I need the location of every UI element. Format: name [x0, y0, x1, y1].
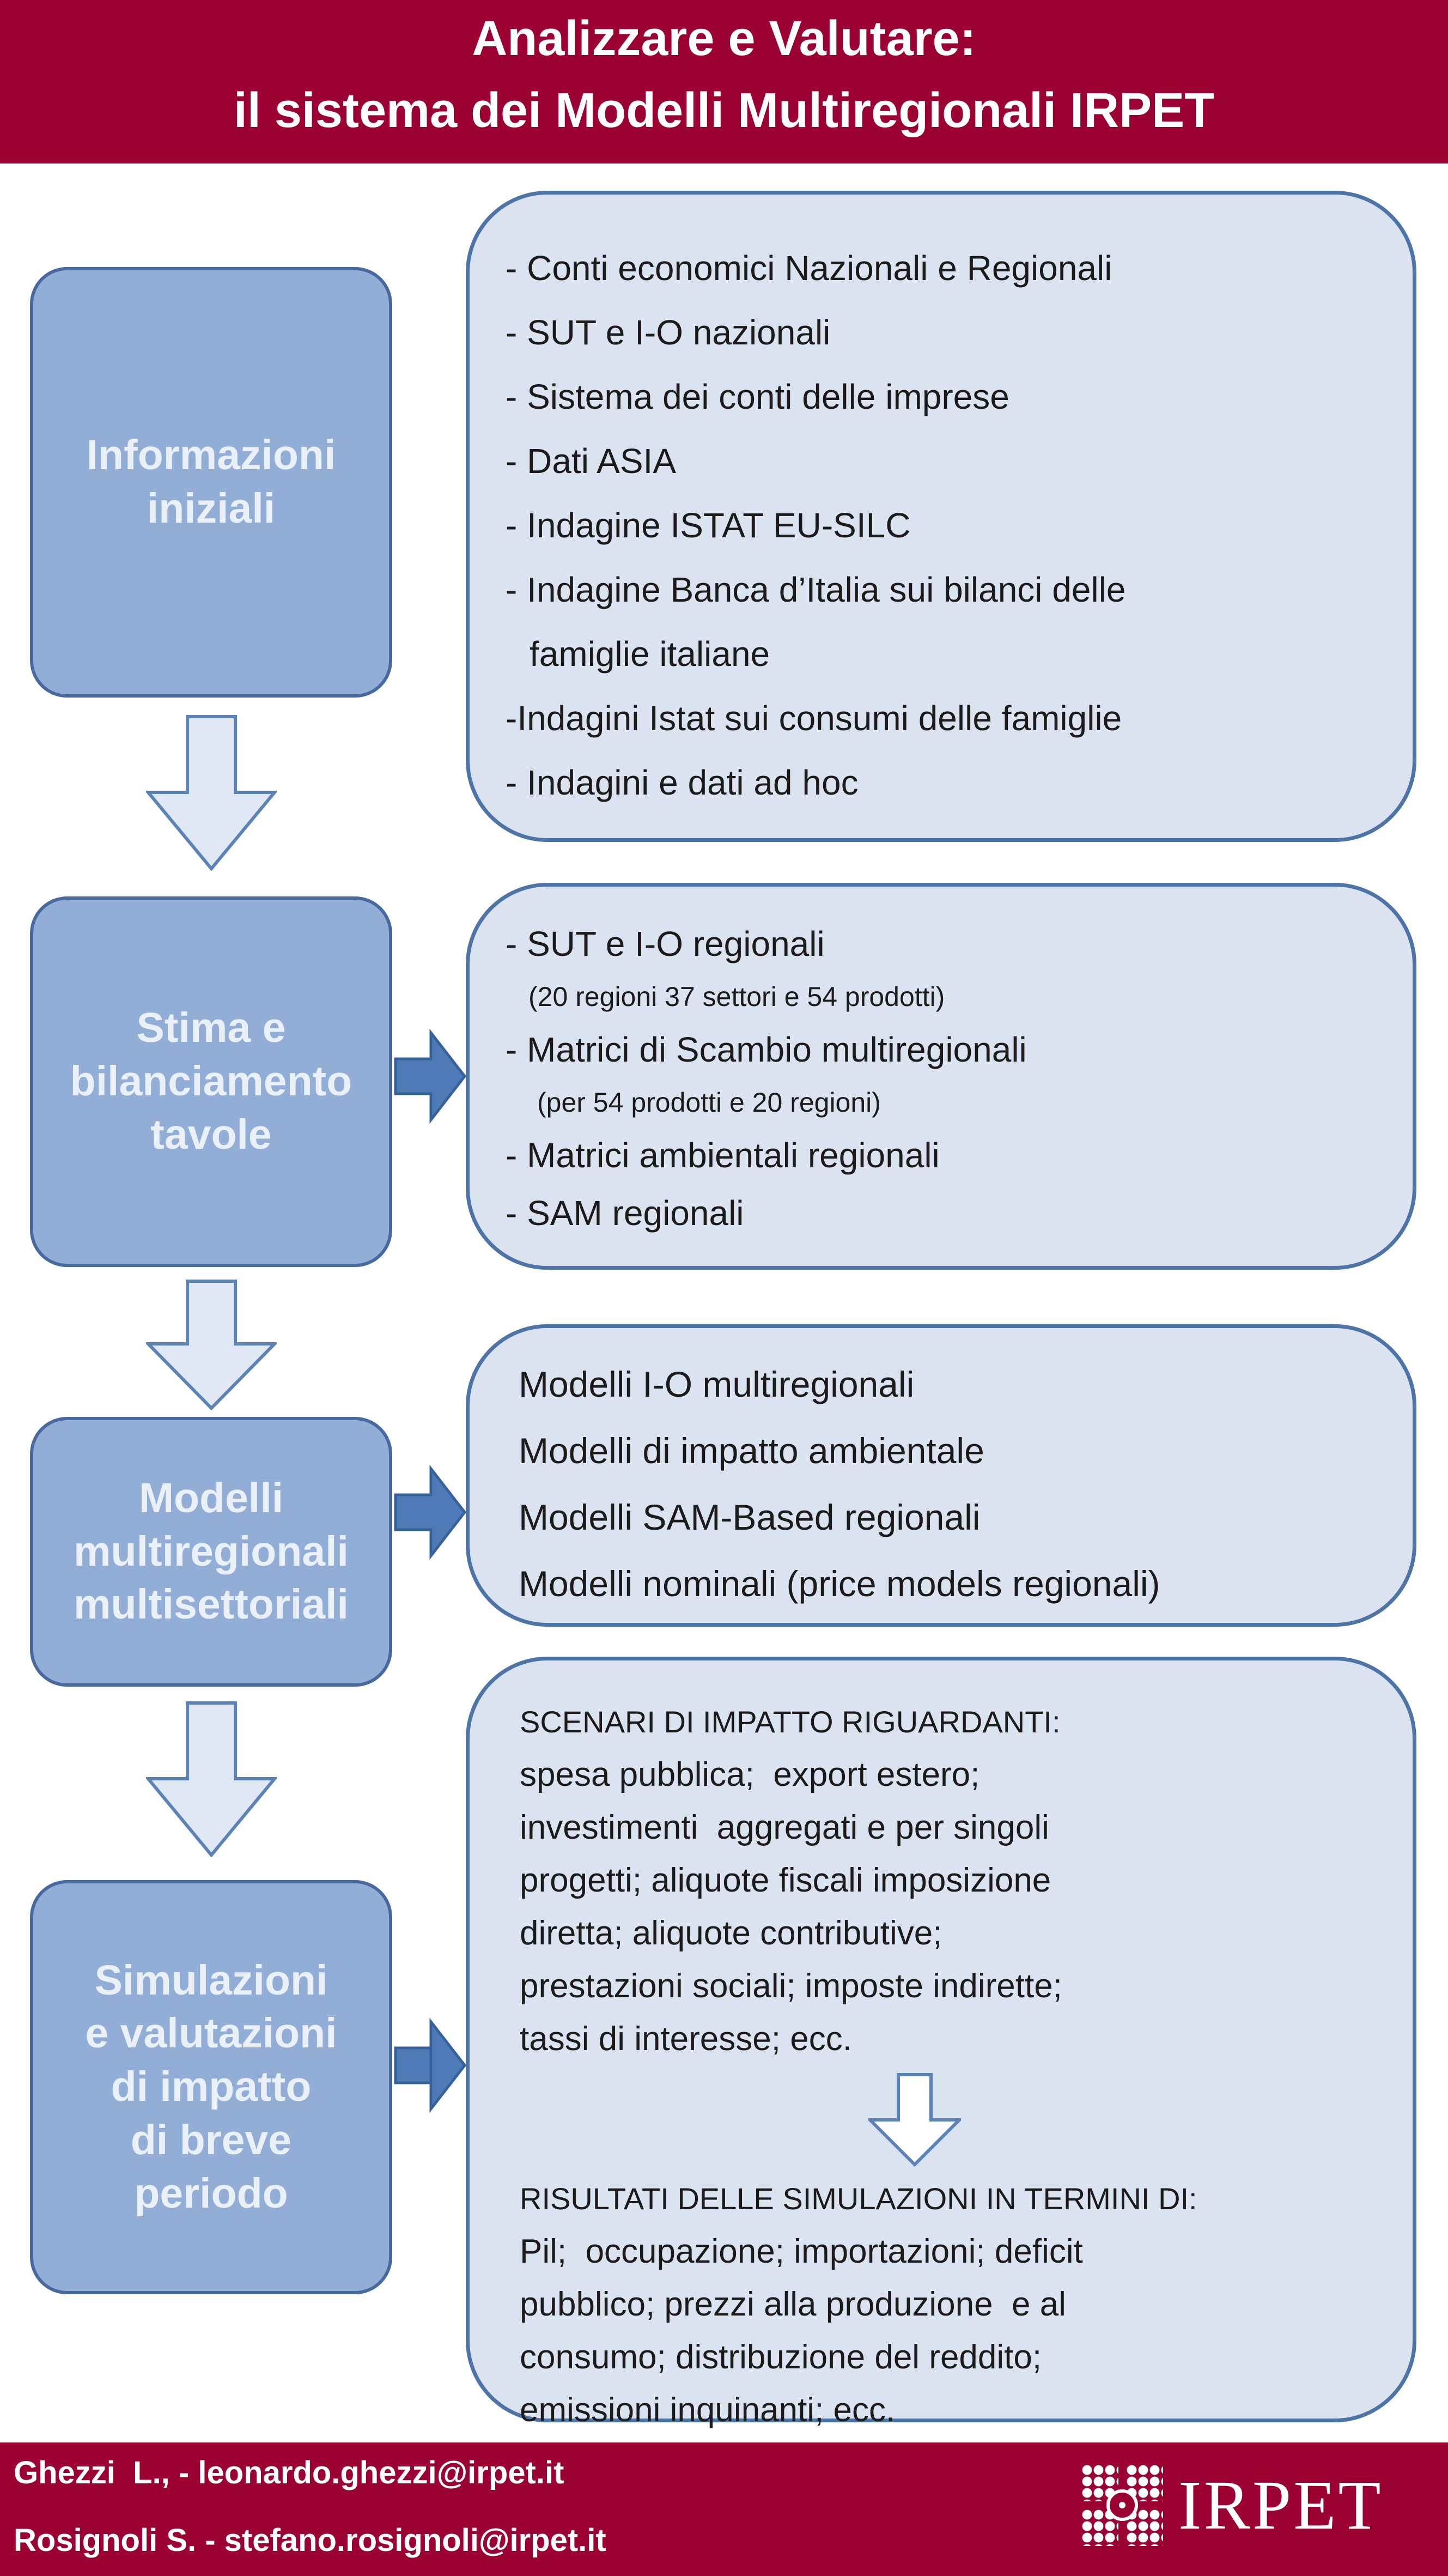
detail-line: Pil; occupazione; importazioni; deficit [520, 2233, 1083, 2270]
ornament-circle [1106, 2489, 1138, 2521]
detail-line: - Sistema dei conti delle imprese [506, 377, 1009, 416]
detail-box-stima: - SUT e I-O regionali (20 regioni 37 set… [466, 883, 1416, 1270]
detail-line: consumo; distribuzione del reddito; [520, 2338, 1042, 2376]
stage-box-modelli-multiregionali-multisettoriali: Modelli multiregionali multisettoriali [30, 1417, 392, 1687]
detail-line: spesa pubblica; export estero; [520, 1756, 980, 1793]
right-arrow-icon [394, 1464, 467, 1560]
stage-label-line: di impatto [111, 2063, 312, 2111]
stage-box-simulazioni-valutazioni: Simulazioni e valutazioni di impatto di … [30, 1880, 392, 2294]
stage-label-line: Modelli [138, 1474, 284, 1522]
detail-line: Modelli I-O multiregionali [519, 1364, 915, 1404]
detail-line: - Indagini e dati ad hoc [506, 763, 859, 802]
detail-line: famiglie italiane [530, 634, 770, 674]
detail-line: -Indagini Istat sui consumi delle famigl… [506, 699, 1122, 738]
detail-line: tassi di interesse; ecc. [520, 2020, 852, 2058]
detail-line: - SAM regionali [506, 1193, 744, 1233]
stage-label-line: bilanciamento [70, 1058, 352, 1105]
stage-label-line: tavole [150, 1111, 272, 1158]
footer-band: Ghezzi L., - leonardo.ghezzi@irpet.it Ro… [0, 2442, 1448, 2576]
detail-line: - Matrici di Scambio multiregionali [506, 1030, 1027, 1069]
detail-line: investimenti aggregati e per singoli [520, 1809, 1049, 1846]
detail-line: - Matrici ambientali regionali [506, 1136, 940, 1175]
down-arrow-icon [146, 1280, 277, 1410]
scenari-heading: SCENARI DI IMPATTO RIGUARDANTI: [520, 1705, 1061, 1739]
detail-line: - Indagine Banca d’Italia sui bilanci de… [506, 570, 1126, 609]
stage-label-line: e valutazioni [85, 2010, 337, 2057]
slide-title-line-1: Analizzare e Valutare: [472, 11, 976, 66]
irpet-logo-ornament-icon [1081, 2464, 1163, 2546]
ornament-square [1081, 2464, 1118, 2501]
stage-label-line: Simulazioni [94, 1956, 328, 2004]
detail-line: Modelli nominali (price models regionali… [519, 1563, 1160, 1604]
down-arrow-icon [868, 2073, 961, 2167]
ornament-square [1126, 2464, 1163, 2501]
stage-box-informazioni-iniziali: Informazioni iniziali [30, 267, 392, 698]
detail-line: pubblico; prezzi alla produzione e al [520, 2286, 1066, 2323]
detail-line: emissioni inquinanti; ecc. [520, 2391, 896, 2429]
detail-line: Modelli SAM-Based regionali [519, 1497, 981, 1537]
stage-label-line: Informazioni [86, 432, 336, 479]
down-arrow-icon [146, 1701, 277, 1857]
title-band: Analizzare e Valutare: il sistema dei Mo… [0, 0, 1448, 163]
stage-label-line: di breve [130, 2116, 292, 2163]
author-email-rosignoli: Rosignoli S. - stefano.rosignoli@irpet.i… [14, 2523, 606, 2558]
slide-title-line-2: il sistema dei Modelli Multiregionali IR… [233, 83, 1215, 138]
stage-label-line: Stima e [136, 1004, 286, 1052]
detail-subline: (per 54 prodotti e 20 regioni) [537, 1087, 881, 1118]
irpet-wordmark: IRPET [1178, 2466, 1383, 2544]
stage-label-line: multiregionali [74, 1528, 349, 1575]
stage-label-line: multisettoriali [74, 1581, 349, 1628]
irpet-logo: IRPET [1081, 2459, 1383, 2551]
detail-line: - Indagine ISTAT EU-SILC [506, 506, 911, 545]
risultati-heading: RISULTATI DELLE SIMULAZIONI IN TERMINI D… [520, 2181, 1197, 2216]
down-arrow-icon [146, 715, 277, 871]
detail-line: Modelli di impatto ambientale [519, 1431, 984, 1471]
author-email-ghezzi: Ghezzi L., - leonardo.ghezzi@irpet.it [14, 2455, 564, 2490]
right-arrow-icon [394, 1028, 467, 1124]
detail-box-informazioni: - Conti economici Nazionali e Regionali … [466, 191, 1416, 842]
detail-box-modelli: Modelli I-O multiregionali Modelli di im… [466, 1324, 1416, 1627]
detail-line: progetti; aliquote fiscali imposizione [520, 1862, 1051, 1899]
right-arrow-icon [394, 2017, 467, 2113]
stage-box-stima-e-bilanciamento-tavole: Stima e bilanciamento tavole [30, 896, 392, 1267]
detail-box-simulazioni: SCENARI DI IMPATTO RIGUARDANTI: spesa pu… [466, 1657, 1416, 2429]
detail-line: - SUT e I-O regionali [506, 924, 825, 963]
detail-line: prestazioni sociali; imposte indirette; [520, 1967, 1062, 2005]
detail-line: diretta; aliquote contributive; [520, 1914, 942, 1952]
ornament-circle-dot [1119, 2502, 1125, 2508]
detail-line: - Dati ASIA [506, 441, 676, 481]
detail-line: - Conti economici Nazionali e Regionali [506, 248, 1112, 288]
stage-label-line: iniziali [147, 485, 276, 532]
stage-label-line: periodo [134, 2169, 288, 2217]
detail-line: - SUT e I-O nazionali [506, 313, 831, 352]
detail-subline: (20 regioni 37 settori e 54 prodotti) [528, 981, 945, 1012]
